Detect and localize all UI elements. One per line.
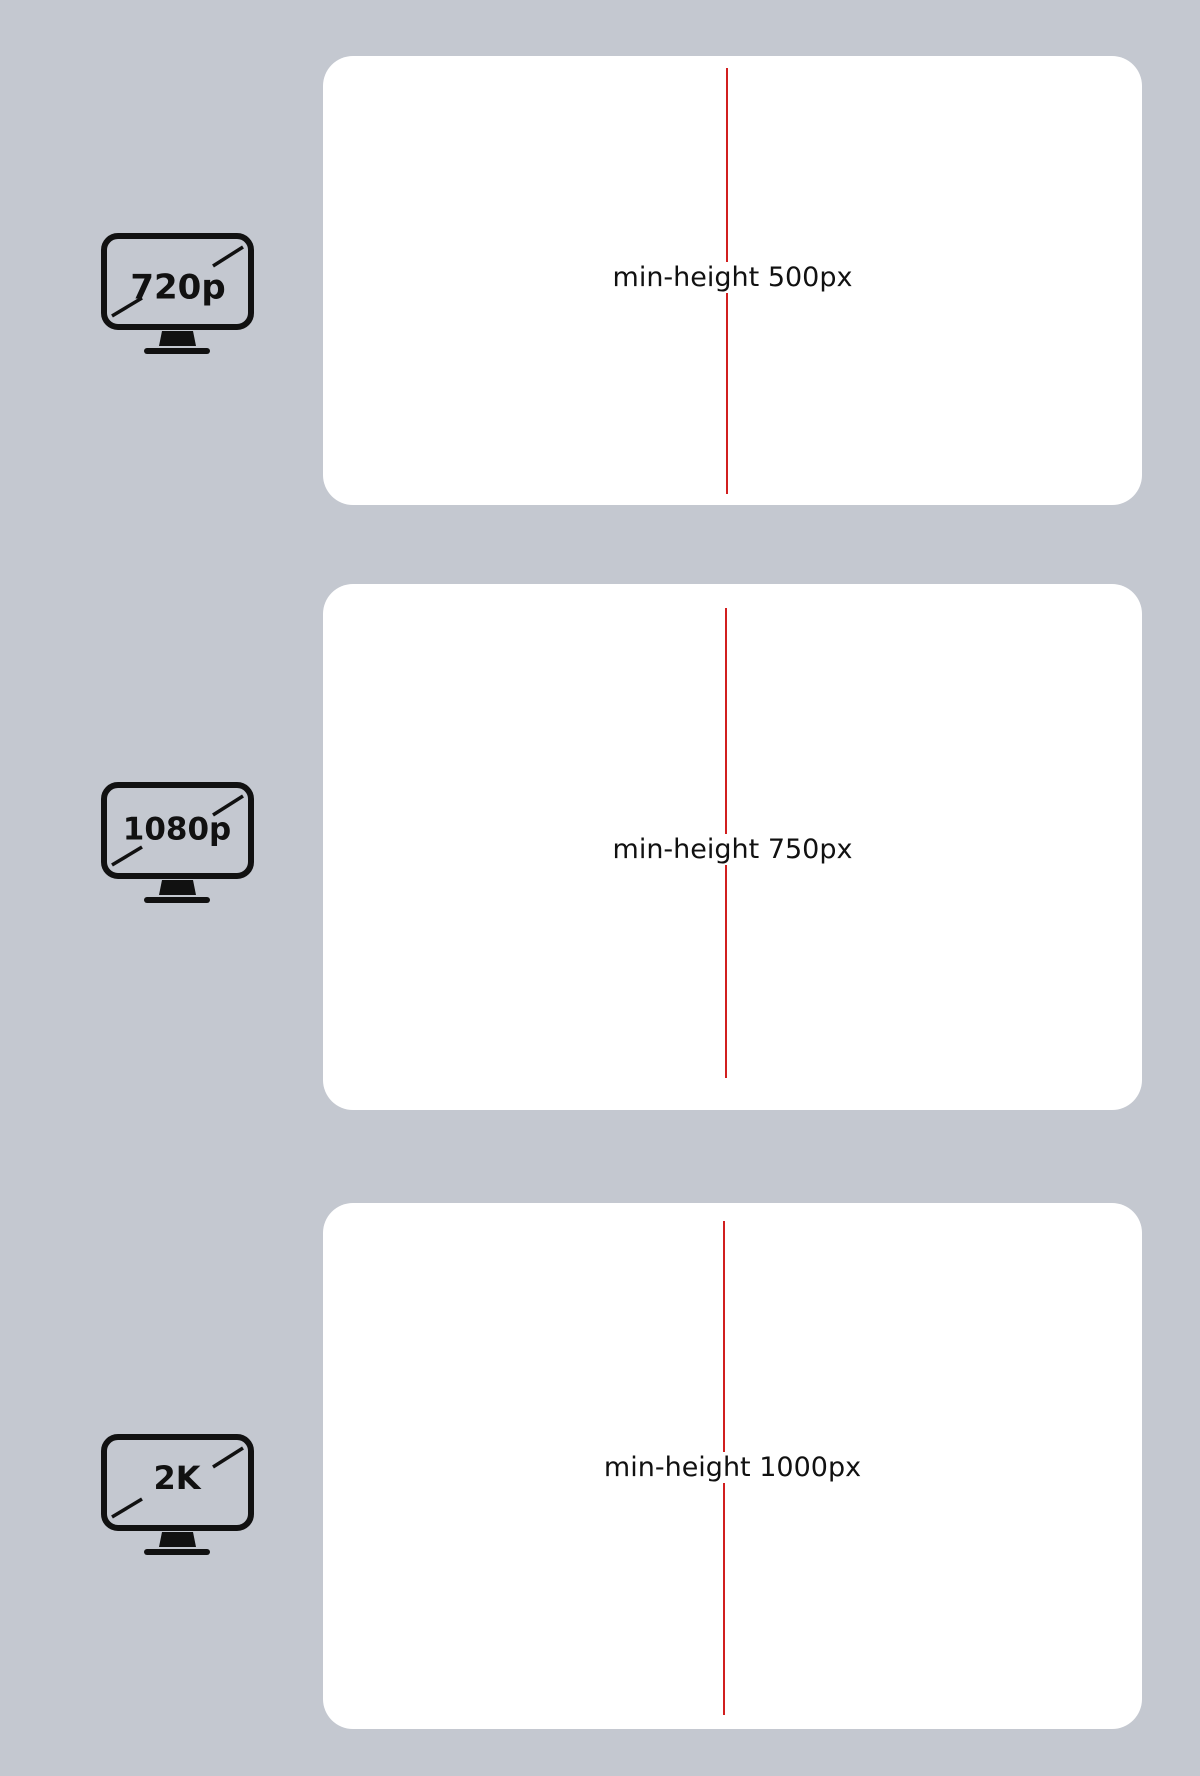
monitor-screen	[101, 782, 254, 879]
card-caption: min-height 1000px	[323, 1451, 1142, 1485]
card-min-height-500: min-height 500px	[323, 56, 1142, 505]
monitor-1080p-graphic: 1080p	[101, 782, 254, 903]
screen-glare-lower	[111, 1497, 143, 1519]
monitor-base	[144, 1549, 210, 1555]
monitor-neck	[159, 331, 196, 346]
monitor-icon: 2K	[100, 1433, 255, 1563]
resolution-label: 2K	[153, 1459, 201, 1497]
resolution-label: 720p	[130, 268, 225, 308]
screen-glare-upper	[212, 245, 244, 268]
card-caption: min-height 750px	[323, 833, 1142, 867]
card-min-height-750: min-height 750px	[323, 584, 1142, 1110]
monitor-base	[144, 348, 210, 354]
screen-glare-lower	[111, 296, 143, 318]
card-min-height-1000: min-height 1000px	[323, 1203, 1142, 1729]
monitor-2k-graphic: 2K	[101, 1434, 254, 1555]
caption-text: min-height 1000px	[597, 1452, 868, 1483]
monitor-720p-graphic: 720p	[101, 233, 254, 354]
screen-glare-lower	[111, 845, 143, 867]
resolution-label: 1080p	[123, 812, 231, 848]
monitor-neck	[159, 880, 196, 895]
caption-text: min-height 500px	[606, 262, 859, 293]
monitor-icon: 1080p	[100, 781, 255, 911]
screen-glare-upper	[212, 794, 244, 817]
monitor-screen	[101, 1434, 254, 1531]
caption-text: min-height 750px	[606, 834, 859, 865]
monitor-neck	[159, 1532, 196, 1547]
monitor-icon: 720p	[100, 232, 255, 362]
screen-glare-upper	[212, 1446, 244, 1469]
monitor-base	[144, 897, 210, 903]
card-caption: min-height 500px	[323, 261, 1142, 295]
monitor-screen	[101, 233, 254, 330]
